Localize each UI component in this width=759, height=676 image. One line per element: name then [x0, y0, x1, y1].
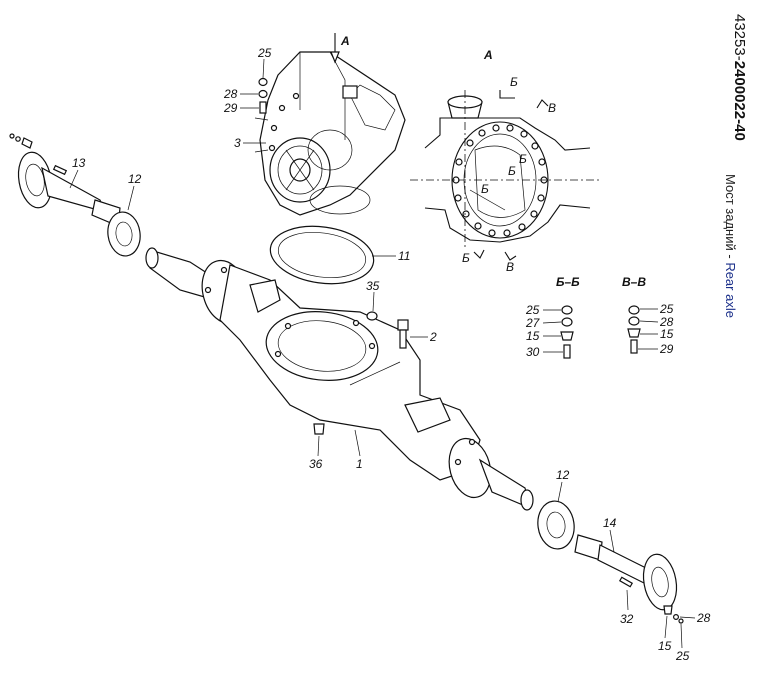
mark-v1: В: [548, 101, 556, 115]
section-bb-label: Б–Б: [556, 275, 580, 289]
axle-housing: [145, 247, 534, 511]
bb-callout-30: 30: [526, 345, 540, 359]
main-gear-assembly: [254, 51, 406, 216]
section-vv: В–В 25 28 15 29: [622, 275, 674, 356]
callout-35: 35: [366, 279, 380, 293]
view-a-detail: А Б В Б Б Б Б: [410, 48, 600, 274]
plug-35: [366, 311, 378, 321]
callout-28-bottom: 28: [696, 611, 711, 625]
vv-callout-15: 15: [660, 327, 674, 341]
mark-b1: Б: [510, 75, 518, 89]
arrow-a-label: А: [340, 34, 350, 48]
bb-callout-15: 15: [526, 329, 540, 343]
mark-b4: Б: [481, 182, 489, 196]
callout-2: 2: [429, 330, 437, 344]
callout-36: 36: [309, 457, 323, 471]
doc-title-ru: Мост задний: [723, 174, 738, 251]
callout-25-bottom: 25: [675, 649, 690, 663]
vv-callout-29: 29: [659, 342, 674, 356]
top-fasteners: [258, 77, 268, 114]
bb-callout-27: 27: [525, 316, 541, 330]
view-a-label: А: [483, 48, 493, 62]
doc-title-separator: -: [723, 250, 738, 263]
callout-29-top: 29: [223, 101, 238, 115]
doc-number-main: 2400022-40: [731, 60, 748, 141]
callout-11: 11: [398, 249, 410, 263]
callout-25-top: 25: [257, 46, 272, 60]
gasket-11: [269, 225, 375, 285]
callout-13: 13: [72, 156, 86, 170]
section-bb: Б–Б 25 27 15 30: [525, 275, 580, 359]
mark-v2: В: [506, 260, 514, 274]
bb-stack: [560, 305, 574, 359]
callout-3: 3: [234, 136, 241, 150]
document-title: Мост задний - Rear axle: [723, 174, 738, 318]
section-vv-label: В–В: [622, 275, 646, 289]
breather-2: [397, 319, 409, 349]
doc-title-en: Rear axle: [723, 262, 738, 318]
callout-12-right: 12: [556, 468, 570, 482]
callout-15-bottom: 15: [658, 639, 672, 653]
mark-b3: Б: [508, 164, 516, 178]
callout-12-left: 12: [128, 172, 142, 186]
callout-28-top: 28: [223, 87, 238, 101]
mark-b2: Б: [519, 152, 527, 166]
callout-14: 14: [603, 516, 617, 530]
vv-callout-25: 25: [659, 302, 674, 316]
doc-number-prefix: 43253-: [731, 14, 748, 61]
vv-stack: [627, 305, 641, 354]
right-axle-shaft: [574, 534, 684, 624]
document-number: 43253-2400022-40: [731, 14, 748, 141]
gasket-12-left: [107, 211, 141, 257]
mark-b5: Б: [462, 251, 470, 265]
vv-callout-28: 28: [659, 315, 674, 329]
gasket-12-right: [537, 500, 575, 550]
plug-36: [313, 423, 325, 435]
callout-32: 32: [620, 612, 634, 626]
callout-1: 1: [356, 457, 363, 471]
bolt-circle: [452, 124, 548, 237]
left-axle-shaft: [9, 133, 121, 227]
bb-callout-25: 25: [525, 303, 540, 317]
